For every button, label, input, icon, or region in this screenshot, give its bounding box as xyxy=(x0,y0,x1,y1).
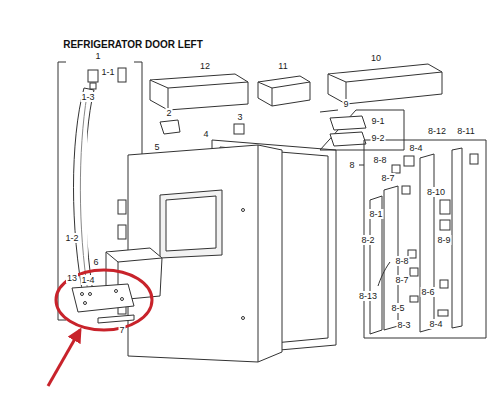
frame-clip xyxy=(392,154,478,316)
shelf-frame xyxy=(330,132,366,146)
callout-number: 12 xyxy=(199,61,211,71)
frame-wire xyxy=(378,262,390,286)
callout-number: 8-8 xyxy=(372,155,387,165)
callout-number: 5 xyxy=(153,142,160,152)
callout-number: 8-6 xyxy=(420,287,435,297)
door-bin-12 xyxy=(150,80,248,110)
callout-number: 9-1 xyxy=(370,116,385,126)
callout-number: 13 xyxy=(66,273,78,283)
control-panel xyxy=(115,290,118,293)
frame-clip xyxy=(440,280,448,288)
door-panel xyxy=(242,209,245,212)
control-panel xyxy=(84,302,87,305)
shelf-frame xyxy=(320,110,404,150)
handle-clip xyxy=(118,200,126,214)
door-panel xyxy=(258,145,259,362)
frame-clip xyxy=(470,154,478,164)
door-bin-10 xyxy=(328,64,442,104)
frame-clip xyxy=(404,156,414,166)
door-hinge-2 xyxy=(160,120,180,134)
callout-number: 8-10 xyxy=(426,187,446,197)
control-panel xyxy=(121,298,124,301)
callout-number: 8-3 xyxy=(396,320,411,330)
control-panel xyxy=(89,293,92,296)
callout-number: 6 xyxy=(92,257,99,267)
highlight-ring xyxy=(56,270,152,330)
callout-number: 9 xyxy=(342,99,349,109)
callout-number: 8-2 xyxy=(360,235,375,245)
door-handle xyxy=(80,95,88,292)
frame-clip xyxy=(402,186,410,194)
callout-number: 2 xyxy=(165,108,172,118)
frame-clip xyxy=(440,220,450,230)
control-panel xyxy=(81,293,84,296)
callout-number: 8-4 xyxy=(428,319,443,329)
callout-number: 1-4 xyxy=(80,275,95,285)
door-bin-12 xyxy=(150,74,248,110)
callout-number: 8-4 xyxy=(408,143,423,153)
door-bin-11 xyxy=(258,76,310,106)
callout-number: 1-2 xyxy=(64,233,79,243)
callout-number: 1-3 xyxy=(80,92,95,102)
callout-number: 1 xyxy=(94,51,101,61)
callout-number: 7 xyxy=(118,325,125,335)
callout-number: 11 xyxy=(277,61,288,71)
door-panel xyxy=(160,190,222,258)
callout-number: 8-12 xyxy=(427,126,447,136)
door-handle xyxy=(74,88,95,300)
door-bin-12 xyxy=(150,74,248,110)
door-bin-11 xyxy=(258,82,310,106)
handle-clip xyxy=(88,70,98,82)
frame-strip xyxy=(420,154,434,332)
callout-number: 8-7 xyxy=(380,173,395,183)
callout-number: 8-11 xyxy=(456,126,475,136)
callout-number: 8-9 xyxy=(436,235,451,245)
door-panel xyxy=(166,196,216,251)
callout-number: 3 xyxy=(236,112,243,122)
callout-number: 8-8 xyxy=(394,256,409,266)
door-handle xyxy=(74,88,95,300)
door-frame-group xyxy=(359,165,364,166)
callout-number: 4 xyxy=(202,129,209,139)
handle-clip xyxy=(118,68,126,82)
highlight-ring xyxy=(56,270,152,330)
diagram-title: REFRIGERATOR DOOR LEFT xyxy=(61,39,205,50)
handle-clip xyxy=(118,225,126,239)
control-panel xyxy=(72,284,134,312)
callout-number: 10 xyxy=(370,53,382,63)
frame-clip xyxy=(392,165,400,173)
shelf-frame xyxy=(330,116,366,130)
panel-cover xyxy=(98,315,134,323)
frame-clip xyxy=(438,310,448,316)
frame-clip xyxy=(410,268,418,276)
callout-number: 8-1 xyxy=(368,209,383,219)
door-bin-11 xyxy=(258,76,310,106)
highlight-arrow xyxy=(48,330,80,386)
frame-strip xyxy=(370,148,462,334)
callout-number: 8 xyxy=(348,160,355,170)
panel-cover xyxy=(98,315,134,323)
frame-clip xyxy=(440,200,450,214)
door-frame-group xyxy=(364,140,486,338)
shelf-frame xyxy=(320,110,404,150)
door-frame-group xyxy=(359,140,486,338)
door-hinge-2 xyxy=(234,124,244,134)
handle-clip xyxy=(90,83,96,89)
callout-number: 8-13 xyxy=(358,291,378,301)
highlight-arrow xyxy=(48,330,80,386)
frame-clip xyxy=(410,296,418,302)
door-panel xyxy=(242,317,245,320)
control-panel xyxy=(72,284,134,312)
frame-strip xyxy=(452,148,462,328)
callout-number: 8-7 xyxy=(394,275,409,285)
frame-wire xyxy=(378,262,390,286)
door-bin-10 xyxy=(328,64,442,104)
callout-number: 1-1 xyxy=(100,67,115,77)
callout-number: 9-2 xyxy=(370,133,385,143)
callout-number: 8-5 xyxy=(390,303,405,313)
